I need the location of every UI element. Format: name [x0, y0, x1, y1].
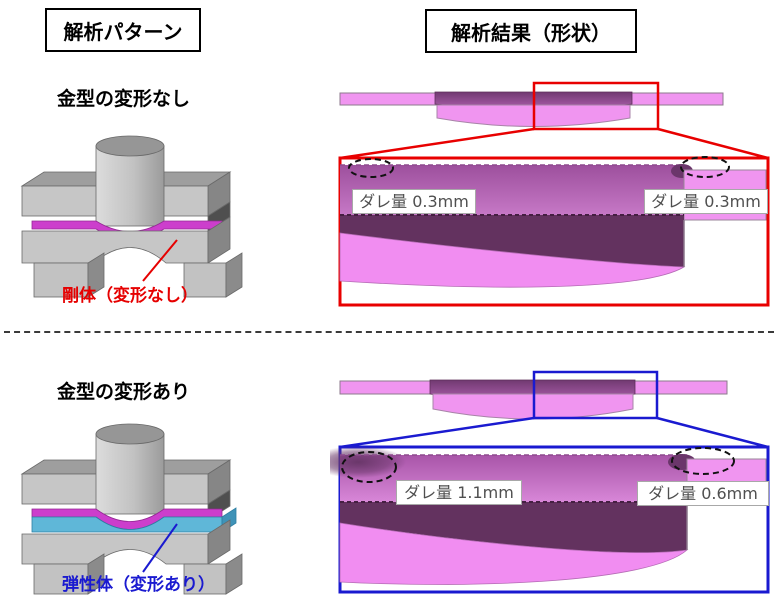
rigid-body-label: 剛体（変形なし） — [62, 286, 198, 306]
bowl-bottom-pink — [339, 232, 686, 288]
support-legs — [33, 252, 243, 298]
bowl-bottom-pink — [339, 522, 689, 585]
result-no-deform — [338, 81, 770, 307]
elastic-body-label: 弾性体（変形あり） — [62, 575, 215, 595]
sag-ellipse-right — [671, 447, 735, 475]
support-legs — [33, 553, 243, 595]
section-divider — [4, 331, 774, 333]
lower-die-plate — [21, 519, 231, 565]
mold-diagram-rigid — [20, 135, 243, 298]
part-overview — [339, 91, 724, 127]
lower-die-plate — [21, 216, 231, 264]
sag-amount-label: ダレ量 0.6mm — [637, 481, 769, 506]
sag-ellipse-left — [348, 158, 394, 178]
sag-amount-label: ダレ量 0.3mm — [352, 189, 476, 214]
detail-view-red — [338, 156, 770, 307]
sag-ellipse-right — [680, 156, 730, 178]
punch-cylinder — [95, 135, 165, 227]
analysis-pattern-title: 解析パターン — [63, 19, 183, 44]
detail-view-blue — [330, 445, 770, 594]
mold-diagram-elastic — [20, 423, 243, 595]
analysis-result-title-box: 解析結果（形状） — [425, 9, 637, 53]
zoom-callout-blue — [339, 370, 769, 449]
bowl-wall-dark — [340, 215, 684, 267]
rigid-leader-line — [142, 239, 178, 282]
sag-amount-label: ダレ量 1.1mm — [396, 480, 522, 505]
sag-ellipse-left — [341, 451, 397, 483]
punch-cylinder — [95, 423, 165, 515]
result-deform — [330, 370, 770, 594]
section-heading-deform: 金型の変形あり — [57, 381, 191, 403]
sag-amount-label: ダレ量 0.3mm — [644, 189, 768, 214]
analysis-pattern-title-box: 解析パターン — [45, 8, 201, 52]
section-heading-no-deform: 金型の変形なし — [57, 88, 191, 110]
elastic-leader-line — [142, 523, 178, 573]
zoom-callout-red — [339, 81, 769, 160]
bowl-wall-dark — [340, 502, 687, 553]
analysis-result-title: 解析結果（形状） — [451, 20, 611, 45]
